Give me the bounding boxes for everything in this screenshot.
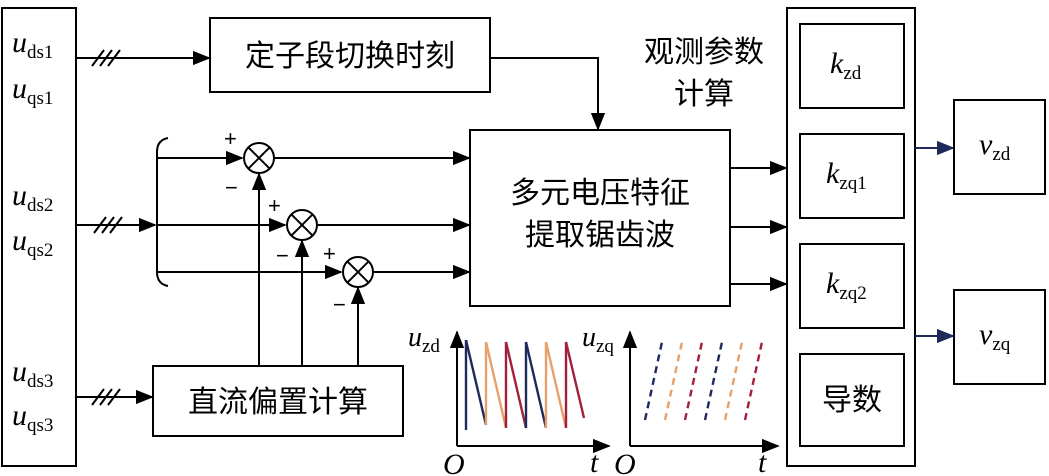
summing-junction-3 bbox=[342, 256, 374, 288]
u-qs2-subscript: qs2 bbox=[27, 240, 53, 261]
waveform-zd-x-label: t bbox=[590, 446, 599, 476]
waveform-zd-y-subscript: zd bbox=[422, 336, 440, 357]
waveform-zd: uzd O t bbox=[408, 322, 611, 476]
sum-1-minus: − bbox=[225, 175, 238, 200]
waveform-zd-ramp-5 bbox=[544, 341, 568, 429]
stator-switch-block bbox=[209, 17, 491, 93]
stator-to-feature-arrow bbox=[490, 57, 606, 131]
vzd-subscript: zd bbox=[992, 144, 1010, 165]
waveform-zq-ramp-5 bbox=[723, 341, 744, 421]
u-qs2-symbol: u bbox=[12, 224, 27, 257]
waveform-zd-ramp-1 bbox=[464, 339, 488, 426]
kzq1-symbol: k bbox=[826, 157, 840, 190]
waveform-zq-ramp-3 bbox=[683, 341, 704, 421]
dc-bias-block bbox=[152, 365, 404, 437]
input-group-3: uds3 uqs3 bbox=[12, 355, 53, 436]
svg-text:vzq: vzq bbox=[979, 318, 1011, 355]
bus-slash-2 bbox=[93, 216, 123, 234]
dc-bias-label: 直流偏置计算 bbox=[188, 385, 368, 420]
u-qs1-symbol: u bbox=[12, 72, 27, 105]
derivative-block bbox=[799, 353, 905, 447]
sum-2-minus: − bbox=[276, 243, 289, 268]
kzq1-block bbox=[799, 133, 905, 219]
svg-text:uqs2: uqs2 bbox=[12, 224, 53, 261]
derivative-label: 导数 bbox=[822, 383, 882, 418]
feature-extraction-block bbox=[469, 129, 731, 307]
kzq2-subscript: zq2 bbox=[839, 283, 866, 304]
waveform-zd-origin: O bbox=[443, 448, 465, 476]
signal-splitter-brace bbox=[156, 137, 169, 287]
feature-label-line-2: 提取锯齿波 bbox=[525, 218, 675, 253]
summing-junction-2 bbox=[286, 209, 318, 241]
vzd-output-block bbox=[953, 99, 1046, 195]
vzq-subscript: zq bbox=[992, 334, 1010, 355]
svg-text:uzq: uzq bbox=[582, 322, 614, 357]
kzd-subscript: zd bbox=[843, 63, 861, 84]
u-ds2-subscript: ds2 bbox=[27, 195, 53, 216]
feature-label-line-1: 多元电压特征 bbox=[510, 176, 690, 211]
waveform-zq-origin: O bbox=[614, 448, 636, 476]
waveform-zd-ramp-6 bbox=[564, 341, 586, 419]
waveform-zq-ramp-2 bbox=[663, 341, 684, 421]
observation-params-block bbox=[786, 7, 916, 467]
svg-text:uds2: uds2 bbox=[12, 179, 53, 216]
sum-3-plus: + bbox=[323, 241, 336, 266]
u-ds1-symbol: u bbox=[12, 26, 27, 59]
sum-2-plus: + bbox=[268, 193, 281, 218]
input-group-1: uds1 uqs1 bbox=[12, 26, 53, 109]
bus-slash-3 bbox=[91, 388, 121, 406]
obs-title-line-1: 观测参数 bbox=[644, 35, 764, 70]
input-group-2: uds2 uqs2 bbox=[12, 179, 53, 261]
svg-text:kzd: kzd bbox=[830, 47, 862, 84]
waveform-zq-ramp-1 bbox=[643, 341, 664, 421]
kzq2-symbol: k bbox=[826, 267, 840, 300]
u-ds3-subscript: ds3 bbox=[27, 371, 53, 392]
vzq-output-block bbox=[953, 289, 1046, 385]
u-ds2-symbol: u bbox=[12, 179, 27, 212]
svg-text:uqs3: uqs3 bbox=[12, 399, 53, 436]
sum-1-plus: + bbox=[224, 126, 237, 151]
u-ds1-subscript: ds1 bbox=[27, 42, 53, 63]
waveform-zd-y-symbol: u bbox=[408, 322, 422, 353]
kzd-block bbox=[799, 23, 905, 109]
vzd-symbol: v bbox=[979, 128, 993, 161]
u-qs1-subscript: qs1 bbox=[27, 88, 53, 109]
u-ds3-symbol: u bbox=[12, 355, 27, 388]
waveform-zd-ramp-3 bbox=[504, 341, 528, 429]
waveform-zq-ramp-6 bbox=[743, 341, 764, 421]
vzq-symbol: v bbox=[979, 318, 993, 351]
u-qs3-subscript: qs3 bbox=[27, 415, 53, 436]
waveform-zq: uzq O t bbox=[582, 322, 780, 476]
waveform-zq-x-label: t bbox=[758, 446, 767, 476]
stator-switch-label: 定子段切换时刻 bbox=[245, 39, 455, 74]
bus-slash-1 bbox=[91, 49, 121, 67]
obs-title-line-2: 计算 bbox=[674, 77, 734, 112]
svg-text:kzq1: kzq1 bbox=[826, 157, 867, 194]
svg-text:uqs1: uqs1 bbox=[12, 72, 53, 109]
summing-junction-1 bbox=[243, 142, 275, 174]
waveform-zd-ramp-4 bbox=[524, 341, 548, 429]
svg-text:kzq2: kzq2 bbox=[826, 267, 867, 304]
waveform-zq-y-symbol: u bbox=[582, 322, 596, 353]
input-block bbox=[1, 7, 77, 467]
kzq2-block bbox=[799, 243, 905, 329]
svg-text:vzd: vzd bbox=[979, 128, 1011, 165]
u-qs3-symbol: u bbox=[12, 399, 27, 432]
waveform-zq-y-subscript: zq bbox=[596, 336, 614, 357]
kzq1-subscript: zq1 bbox=[839, 173, 866, 194]
svg-text:uzd: uzd bbox=[408, 322, 440, 357]
kzd-symbol: k bbox=[830, 47, 844, 80]
waveform-zd-ramp-2 bbox=[484, 341, 508, 429]
svg-text:uds3: uds3 bbox=[12, 355, 53, 392]
svg-text:uds1: uds1 bbox=[12, 26, 53, 63]
waveform-zq-ramp-4 bbox=[703, 341, 724, 421]
sum-3-minus: − bbox=[333, 292, 346, 317]
